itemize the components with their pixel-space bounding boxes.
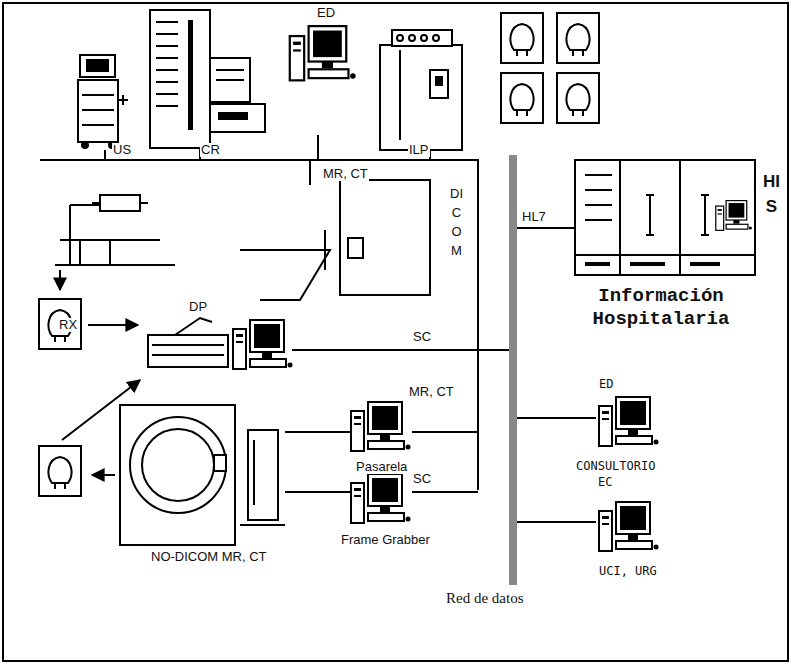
device-label: UCI, URG (598, 565, 658, 578)
device-label: RX (58, 318, 78, 332)
device-label: MR, CT (322, 167, 369, 181)
device-label: DP (188, 300, 208, 314)
device-label: CONSULTORIO (575, 460, 656, 473)
device-label: SC (412, 472, 432, 486)
device-label: EC (597, 476, 613, 489)
device-label: ED (598, 378, 614, 391)
device-label: Información Hospitalaria (560, 285, 762, 331)
device-label: ED (316, 6, 336, 20)
device-label: Red de datos (445, 590, 524, 607)
device-label: HL7 (521, 210, 547, 224)
device-label: Pasarela (355, 460, 408, 474)
device-label: ILP (408, 143, 430, 157)
device-label: DICOM (449, 185, 464, 260)
device-label: CR (200, 143, 221, 157)
device-label: MR, CT (408, 385, 455, 399)
device-label: HIS (762, 170, 781, 219)
device-label: SC (412, 330, 432, 344)
device-label: Frame Grabber (340, 533, 431, 547)
device-label: US (112, 143, 132, 157)
device-label: NO-DICOM MR, CT (150, 550, 268, 564)
